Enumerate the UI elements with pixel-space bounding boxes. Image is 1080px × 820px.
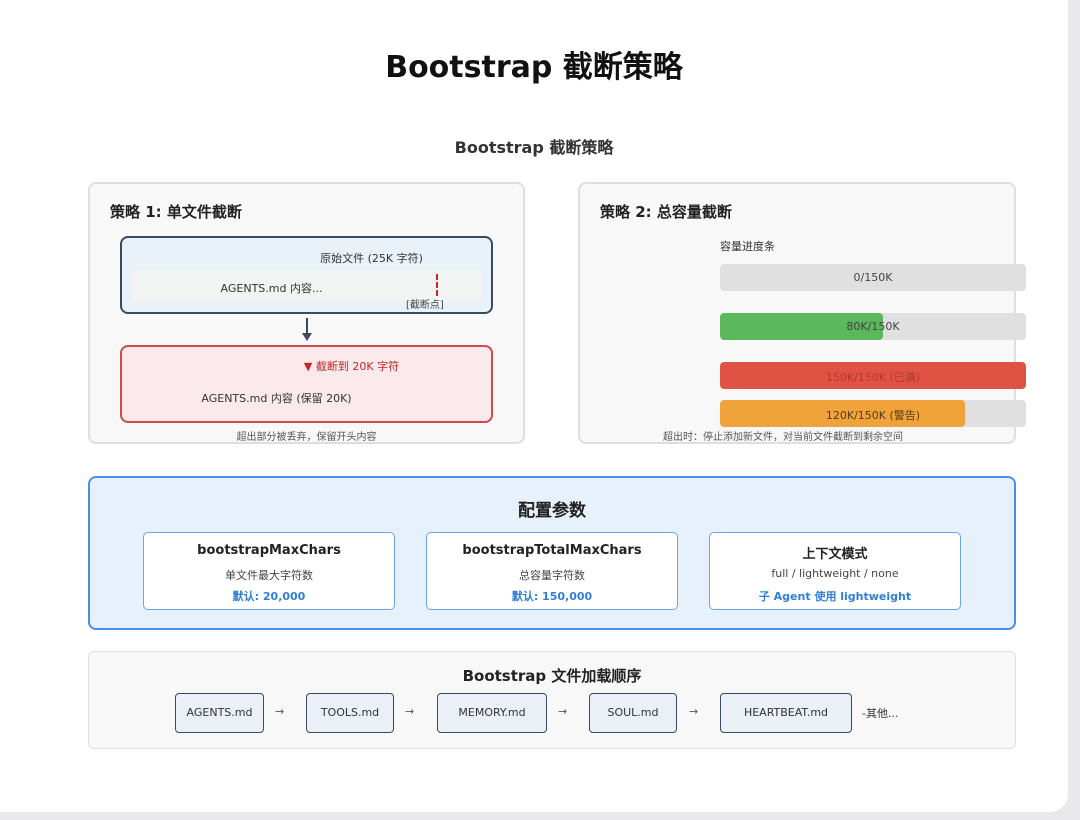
- capacity-bar-empty: 0/150K: [720, 264, 1026, 291]
- config-card-name: bootstrapTotalMaxChars: [462, 543, 642, 558]
- right-arrow-icon: →: [558, 705, 568, 718]
- config-title: 配置参数: [518, 501, 586, 521]
- more-files-label: -其他...: [862, 707, 899, 720]
- right-arrow-icon: →: [275, 705, 285, 718]
- capacity-bar-fill: [720, 362, 1026, 389]
- capacity-bar-label: 80K/150K: [846, 320, 900, 333]
- config-card-default: 默认: 20,000: [232, 590, 306, 603]
- strategy2-title: 策略 2: 总容量截断: [600, 203, 732, 221]
- capacity-bar-label: 120K/150K (警告): [825, 409, 921, 422]
- file-box-memory: MEMORY.md: [437, 693, 547, 733]
- truncated-file-box: ▼ 截断到 20K 字符 AGENTS.md 内容 (保留 20K): [120, 345, 493, 423]
- capacity-bar-fill: [720, 313, 884, 340]
- config-card-max-chars: bootstrapMaxChars 单文件最大字符数 默认: 20,000: [143, 532, 395, 610]
- config-section: 配置参数 bootstrapMaxChars 单文件最大字符数 默认: 20,0…: [88, 476, 1016, 630]
- truncated-label: ▼ 截断到 20K 字符: [303, 360, 400, 373]
- load-order-title: Bootstrap 文件加载顺序: [462, 667, 642, 685]
- capacity-bar-label: 0/150K: [853, 271, 893, 284]
- diagram-subtitle: Bootstrap 截断策略: [454, 138, 614, 157]
- right-arrow-icon: →: [405, 705, 415, 718]
- config-card-desc: full / lightweight / none: [771, 567, 899, 580]
- config-card-desc: 总容量字符数: [519, 569, 585, 582]
- strategy2-caption: 超出时：停止添加新文件，对当前文件截断到剩余空间: [663, 432, 903, 443]
- cut-point-marker: [436, 274, 438, 296]
- capacity-bar-full: 150K/150K (已满): [720, 362, 1026, 389]
- file-box-heartbeat: HEARTBEAT.md: [720, 693, 852, 733]
- config-card-desc: 单文件最大字符数: [225, 569, 313, 582]
- file-box-soul: SOUL.md: [589, 693, 677, 733]
- original-file-content: AGENTS.md 内容...: [220, 282, 323, 295]
- config-card-context-mode: 上下文模式 full / lightweight / none 子 Agent …: [709, 532, 961, 610]
- original-file-label: 原始文件 (25K 字符): [320, 252, 423, 265]
- config-card-name: 上下文模式: [802, 547, 868, 562]
- file-box-agents: AGENTS.md: [175, 693, 264, 733]
- down-arrow-icon: [302, 333, 312, 341]
- page: Bootstrap 截断策略 Bootstrap 截断策略 策略 1: 单文件截…: [0, 0, 1068, 812]
- config-card-name: bootstrapMaxChars: [197, 543, 341, 558]
- capacity-bar-label: 150K/150K (已满): [825, 371, 921, 384]
- original-file-box: 原始文件 (25K 字符) AGENTS.md 内容... [截断点]: [120, 236, 493, 314]
- file-box-tools: TOOLS.md: [306, 693, 394, 733]
- strategy1-title: 策略 1: 单文件截断: [110, 203, 242, 221]
- right-arrow-icon: →: [689, 705, 699, 718]
- cut-point-label: [截断点]: [406, 300, 444, 311]
- config-card-default: 默认: 150,000: [511, 590, 593, 603]
- strategy1-caption: 超出部分被丢弃，保留开头内容: [236, 432, 377, 443]
- original-file-content-area: AGENTS.md 内容... [截断点]: [132, 270, 481, 311]
- capacity-bar-fill: [720, 400, 965, 427]
- capacity-bar-warning: 120K/150K (警告): [720, 400, 1026, 427]
- config-card-total-max-chars: bootstrapTotalMaxChars 总容量字符数 默认: 150,00…: [426, 532, 678, 610]
- down-arrow-shaft: [306, 318, 308, 336]
- truncated-content: AGENTS.md 内容 (保留 20K): [201, 392, 352, 405]
- progress-title: 容量进度条: [720, 240, 775, 253]
- config-card-default: 子 Agent 使用 lightweight: [758, 590, 912, 603]
- page-title: Bootstrap 截断策略: [385, 50, 683, 85]
- capacity-bar-partial: 80K/150K: [720, 313, 1026, 340]
